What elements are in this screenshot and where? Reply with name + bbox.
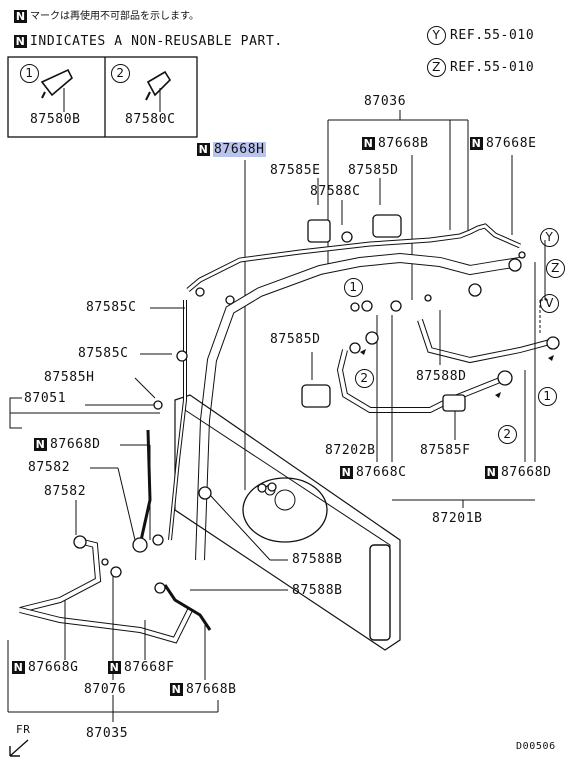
y-callout-icon: Y	[427, 26, 446, 45]
part-87585c-2[interactable]: 87585C	[78, 346, 129, 361]
n-mark-icon: N	[108, 661, 121, 674]
part-87585c-1[interactable]: 87585C	[86, 300, 137, 315]
part-87076[interactable]: 87076	[84, 682, 127, 697]
part-87580b[interactable]: 87580B	[30, 112, 81, 127]
part-87585d-top[interactable]: 87585D	[348, 163, 399, 178]
n-mark-icon: N	[170, 683, 183, 696]
n-mark-icon: N	[362, 137, 375, 150]
callout-y[interactable]: Y	[540, 228, 563, 247]
n-mark-icon: N	[197, 143, 210, 156]
n-mark-icon: N	[14, 35, 27, 48]
diagram-code: D00506	[516, 741, 556, 752]
part-87585h[interactable]: 87585H	[44, 370, 95, 385]
n-mark-icon: N	[34, 438, 47, 451]
n-mark-icon: N	[12, 661, 25, 674]
clamp-87585d-mid-icon	[301, 384, 331, 408]
part-87588b-1[interactable]: 87588B	[292, 552, 343, 567]
bolt-87588c-icon	[341, 231, 353, 243]
callout-2[interactable]: 2	[498, 425, 521, 444]
part-87588c[interactable]: 87588C	[310, 184, 361, 199]
part-87588b-2[interactable]: 87588B	[292, 583, 343, 598]
clip-580b-icon	[40, 68, 73, 97]
front-arrow-icon	[9, 739, 29, 757]
part-87051[interactable]: 87051	[24, 391, 67, 406]
callout-z[interactable]: Z	[546, 259, 569, 278]
callout-1[interactable]: 1	[538, 387, 561, 406]
front-label: FR	[16, 723, 31, 736]
n-mark-icon: N	[485, 466, 498, 479]
z-callout-icon: Z	[427, 58, 446, 77]
clamp-87585e-icon	[307, 219, 331, 243]
part-87580c[interactable]: 87580C	[125, 112, 176, 127]
callout-1[interactable]: 1	[344, 278, 367, 297]
part-87035[interactable]: 87035	[86, 726, 129, 741]
callout-v[interactable]: V	[540, 294, 563, 313]
inset-box	[7, 56, 198, 138]
part-87202b[interactable]: 87202B	[325, 443, 376, 458]
part-87588d[interactable]: 87588D	[416, 369, 467, 384]
part-87036[interactable]: 87036	[364, 94, 407, 109]
clamp-87585d-top-icon	[372, 214, 402, 238]
part-87585d-mid[interactable]: 87585D	[270, 332, 321, 347]
callout-2[interactable]: 2	[355, 369, 378, 388]
part-87585f[interactable]: 87585F	[420, 443, 471, 458]
part-87201b[interactable]: 87201B	[432, 511, 483, 526]
clamp-87585f-icon	[442, 394, 466, 412]
n-mark-icon: N	[470, 137, 483, 150]
clip-580c-icon	[146, 70, 172, 97]
part-87582-2[interactable]: 87582	[44, 484, 87, 499]
n-mark-icon: N	[14, 10, 27, 23]
part-87585e[interactable]: 87585E	[270, 163, 321, 178]
part-87582-1[interactable]: 87582	[28, 460, 71, 475]
compressor-icon	[242, 477, 328, 543]
inset-callout-2: 2	[111, 64, 134, 83]
inset-callout-1: 1	[20, 64, 43, 83]
n-mark-icon: N	[340, 466, 353, 479]
